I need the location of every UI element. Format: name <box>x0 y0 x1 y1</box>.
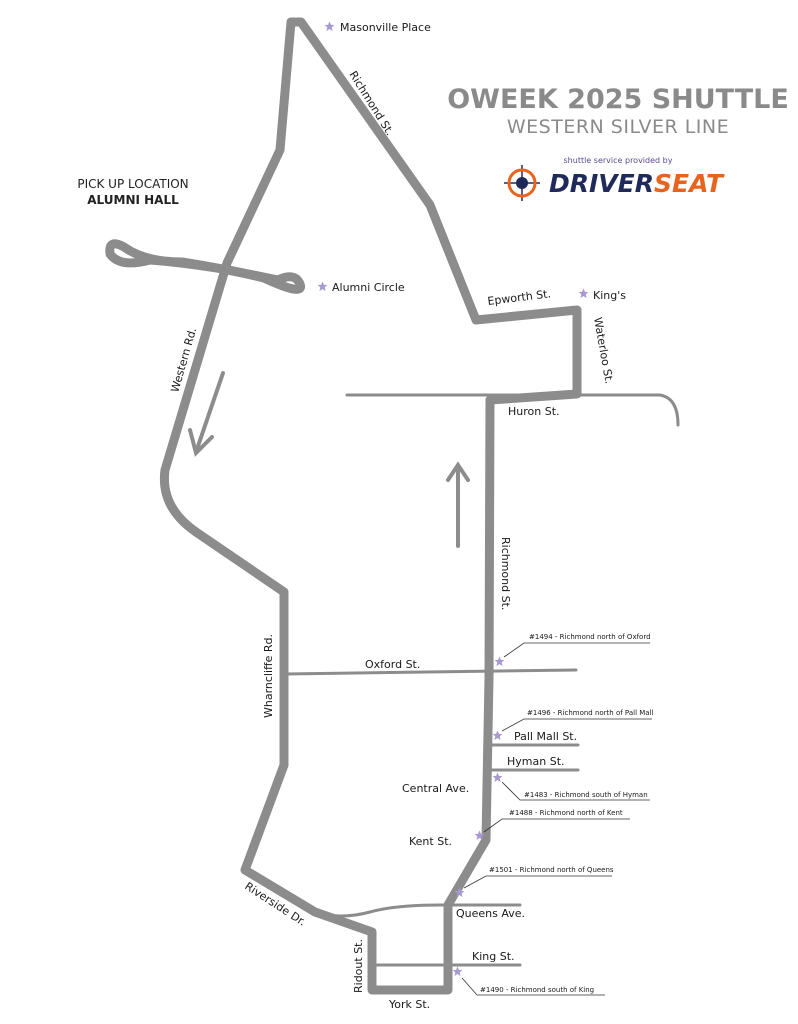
direction-arrows <box>188 371 470 548</box>
queens-label: Queens Ave. <box>456 907 525 920</box>
driverseat-logo: DRIVERSEAT <box>504 165 725 201</box>
page-subtitle: WESTERN SILVER LINE <box>507 116 729 138</box>
stop-1488-label: #1488 - Richmond north of Kent <box>509 809 623 817</box>
masonville-label: Masonville Place <box>340 21 431 34</box>
pickup-location: ALUMNI HALL <box>87 193 179 207</box>
pall-mall-label: Pall Mall St. <box>514 730 577 743</box>
svg-text:DRIVERSEAT: DRIVERSEAT <box>549 169 725 198</box>
stop-1483-label: #1483 - Richmond south of Hyman <box>524 791 648 799</box>
central-label: Central Ave. <box>402 782 469 795</box>
kings-label: King's <box>593 289 626 302</box>
stop-1496-label: #1496 - Richmond north of Pall Mall <box>527 709 654 717</box>
york-label: York St. <box>388 998 430 1011</box>
stop-1483-star-icon <box>492 772 503 783</box>
stop-1490-label: #1490 - Richmond south of King <box>480 986 594 994</box>
hyman-label: Hyman St. <box>507 755 565 768</box>
oxford-street-line <box>283 668 578 676</box>
southbound-arrow <box>188 371 225 457</box>
provider-tagline: shuttle service provided by <box>564 156 673 165</box>
route-west-loop <box>159 17 582 995</box>
alumni-circle-loop <box>105 239 306 294</box>
stop-1494-label: #1494 - Richmond north of Oxford <box>529 633 651 641</box>
king-label: King St. <box>472 950 515 963</box>
kent-label: Kent St. <box>409 835 452 848</box>
pickup-label: PICK UP LOCATION <box>77 177 188 191</box>
oxford-label: Oxford St. <box>365 658 420 671</box>
stop-1494-star-icon <box>494 656 505 667</box>
ridout-label: Ridout St. <box>352 939 365 993</box>
brand-driver: DRIVER <box>549 169 654 198</box>
masonville-star-icon <box>324 21 335 32</box>
stop-leader-lines <box>461 642 652 996</box>
huron-street-line <box>345 393 680 427</box>
kings-star-icon <box>578 288 589 299</box>
northbound-arrow <box>446 461 470 548</box>
huron-label: Huron St. <box>508 405 560 418</box>
waterloo-label: Waterloo St. <box>591 316 615 385</box>
stop-markers <box>317 21 589 977</box>
wharncliffe-label: Wharncliffe Rd. <box>262 634 275 718</box>
shuttle-route <box>105 17 582 995</box>
alumni-circle-label: Alumni Circle <box>332 281 405 294</box>
richmond-label: Richmond St. <box>499 537 512 610</box>
alumni-circle-star-icon <box>317 281 328 292</box>
brand-seat: SEAT <box>654 169 725 198</box>
stop-1501-label: #1501 - Richmond north of Queens <box>489 866 614 874</box>
target-icon <box>504 165 540 201</box>
page-title: OWEEK 2025 SHUTTLE <box>447 84 789 115</box>
cross-streets <box>283 393 680 967</box>
epworth-label: Epworth St. <box>487 287 552 308</box>
stop-1496-star-icon <box>492 730 503 741</box>
stop-1490-star-icon <box>452 966 463 977</box>
